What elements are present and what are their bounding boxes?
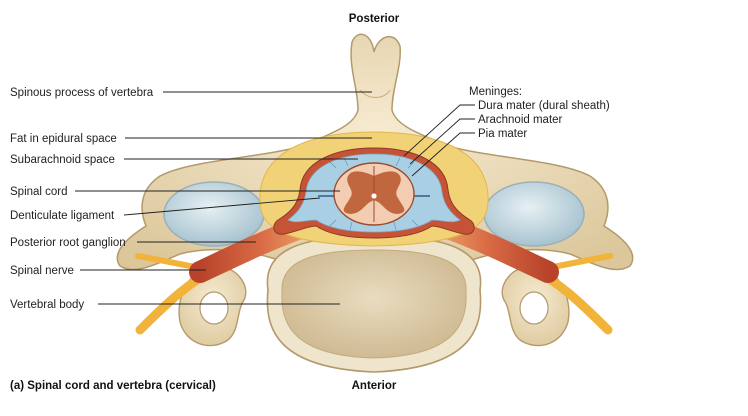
label-arachnoid-mater: Arachnoid mater	[478, 114, 563, 126]
label-vertebral-body: Vertebral body	[10, 299, 84, 311]
figure-caption: (a) Spinal cord and vertebra (cervical)	[10, 380, 216, 392]
label-spinal-nerve: Spinal nerve	[10, 265, 74, 277]
transverse-process-right	[501, 267, 570, 347]
vertebral-body	[266, 235, 482, 373]
left-labels: Spinous process of vertebra Fat in epidu…	[10, 87, 372, 311]
leader-pia-mater	[411, 132, 475, 177]
label-pia-mater: Pia mater	[478, 128, 527, 140]
meninges-heading: Meninges:	[469, 86, 522, 98]
arachnoid-trabeculae	[329, 157, 419, 231]
leader-denticulate-ligament	[123, 197, 321, 216]
label-spinal-cord: Spinal cord	[10, 186, 68, 198]
label-epidural-fat: Fat in epidural space	[10, 133, 117, 145]
label-dura-mater: Dura mater (dural sheath)	[478, 100, 610, 112]
anterior-label: Anterior	[352, 380, 397, 392]
leader-dura-mater	[403, 104, 475, 157]
posterior-label: Posterior	[349, 13, 400, 25]
transverse-process-left	[178, 267, 247, 347]
meninges-labels: Meninges: Dura mater (dural sheath) Arac…	[403, 86, 610, 177]
label-subarachnoid-space: Subarachnoid space	[10, 154, 115, 166]
label-spinous-process: Spinous process of vertebra	[10, 87, 154, 99]
articular-facet-left	[163, 181, 265, 247]
spinal-cord	[333, 162, 415, 226]
label-posterior-root-ganglion: Posterior root ganglion	[10, 237, 126, 249]
articular-facet-right	[483, 181, 585, 247]
leader-arachnoid-mater	[409, 118, 475, 165]
label-denticulate-ligament: Denticulate ligament	[10, 210, 115, 222]
